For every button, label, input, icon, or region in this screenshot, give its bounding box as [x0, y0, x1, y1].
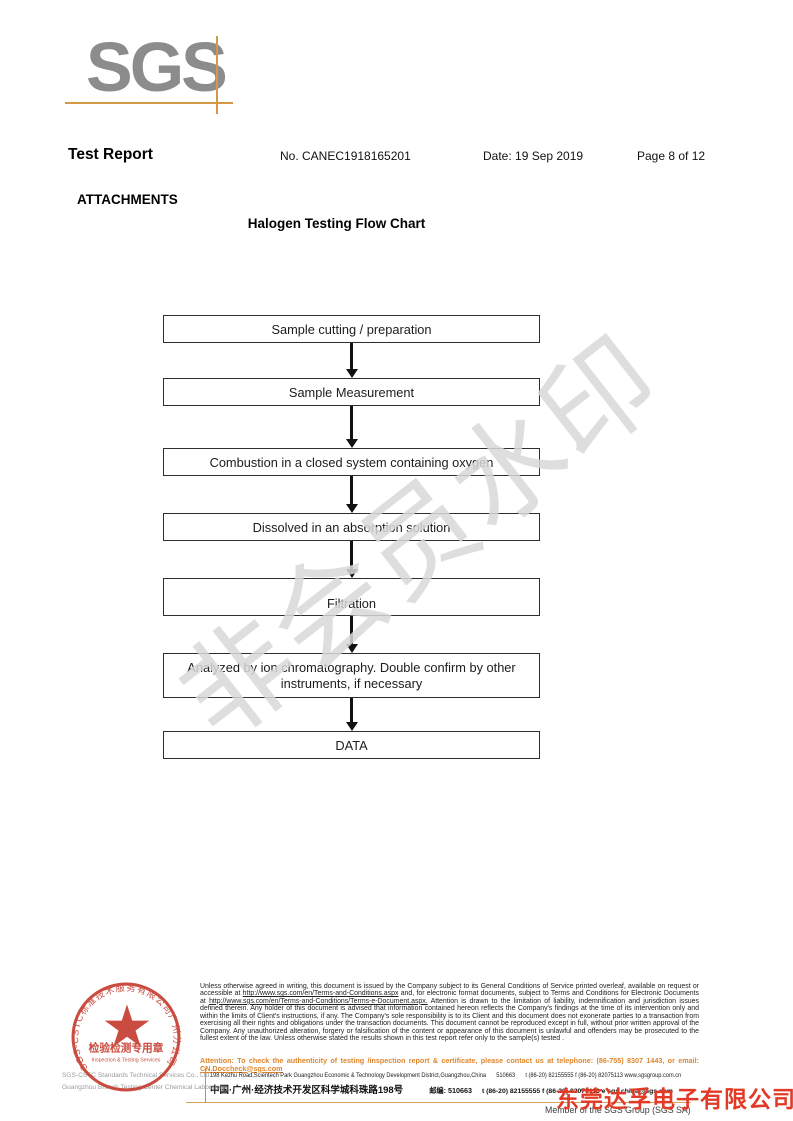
- flow-step-filtration: Filtration: [163, 578, 540, 616]
- lab-name-line1: SGS-CSTC Standards Technical Services Co…: [62, 1072, 212, 1079]
- stamp-circle: [71, 982, 181, 1092]
- overprint-company-name: 东莞达孚电子有限公司: [556, 1086, 793, 1112]
- logo-horizontal-rule: [65, 102, 233, 104]
- attention-notice: Attention: To check the authenticity of …: [200, 1057, 699, 1072]
- report-title: Test Report: [68, 146, 153, 163]
- down-arrow-icon: [345, 476, 358, 513]
- page-indicator: Page 8 of 12: [637, 149, 706, 163]
- attention-text: Attention: To check the authenticity of …: [200, 1056, 699, 1065]
- address-en-contact: t (86-20) 82155555 f (86-20) 82075113 ww…: [525, 1072, 682, 1079]
- sgs-logo: SGS: [86, 28, 228, 106]
- down-arrow-icon: [345, 343, 358, 378]
- down-arrow-icon: [345, 698, 358, 731]
- address-line-en: 198 Kezhu Road,Scientech Park Guangzhou …: [210, 1072, 681, 1079]
- star-icon: [104, 1004, 150, 1047]
- address-cn-street: 中国·广州·经济技术开发区科学城科珠路198号: [210, 1085, 404, 1096]
- legal-text: Unless otherwise agreed in writing, this…: [200, 983, 699, 1043]
- address-cn-contact: t (86-20) 82155555 f (86-20) 82075113 e …: [481, 1088, 673, 1095]
- address-en-street: 198 Kezhu Road,Scientech Park Guangzhou …: [210, 1072, 487, 1079]
- flowchart-title: Halogen Testing Flow Chart: [247, 216, 426, 231]
- address-cn-postcode: 邮编: 510663: [429, 1086, 472, 1095]
- address-en-postcode: 510663: [496, 1072, 516, 1079]
- stamp-inner-line1: 检验检测专用章: [89, 1041, 164, 1054]
- flow-step-sample-measurement: Sample Measurement: [163, 378, 540, 406]
- flow-step-data: DATA: [163, 731, 540, 759]
- address-divider-vertical: [205, 1068, 207, 1103]
- doccheck-email-link: CN.Doccheck@sgs.com: [200, 1063, 283, 1073]
- report-date: Date: 19 Sep 2019: [483, 149, 584, 163]
- flow-step-sample-cutting: Sample cutting / preparation: [163, 315, 540, 343]
- address-divider-horizontal: [186, 1102, 691, 1104]
- report-number: No. CANEC1918165201: [280, 149, 411, 163]
- down-arrow-icon: [345, 616, 358, 653]
- inspection-stamp: SGS-CSTC标准技术服务有限公司广州分公司 检验检测专用章 Inspecti…: [70, 982, 181, 1092]
- logo-vertical-rule: [216, 36, 218, 114]
- flow-step-combustion: Combustion in a closed system containing…: [163, 448, 540, 476]
- down-arrow-icon: [345, 406, 358, 448]
- address-line-cn: 中国·广州·经济技术开发区科学城科珠路198号 邮编: 510663 t (86…: [210, 1082, 673, 1096]
- stamp-inner-line2: Inspection & Testing Services: [92, 1057, 161, 1063]
- attachments-heading: ATTACHMENTS: [77, 192, 178, 207]
- sgs-member-text: Member of the SGS Group (SGS SA): [545, 1105, 691, 1115]
- flow-step-dissolved: Dissolved in an absorption solution: [163, 513, 540, 541]
- down-arrow-icon: [345, 541, 358, 578]
- flow-step-analysis: Analyzed by ion chromatography. Double c…: [163, 653, 540, 698]
